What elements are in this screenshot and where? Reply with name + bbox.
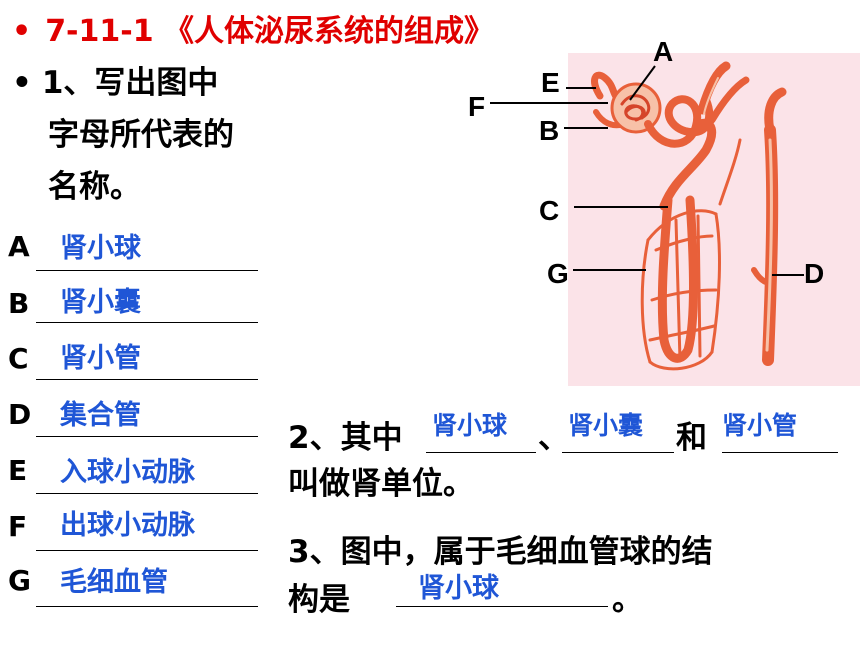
q2-prefix: 2、其中 bbox=[288, 420, 403, 456]
label-f: F bbox=[468, 91, 486, 122]
answer-f: 出球小动脉 bbox=[60, 510, 195, 541]
blank-line-d bbox=[36, 436, 258, 437]
q3-suffix: 。 bbox=[612, 582, 643, 618]
row-letter-b: B bbox=[8, 287, 30, 320]
label-g: G bbox=[547, 258, 569, 289]
q1-line2: 字母所代表的 bbox=[48, 117, 234, 153]
title-text: 7-11-1 《人体泌尿系统的组成》 bbox=[45, 14, 495, 49]
q1-line3: 名称。 bbox=[48, 169, 141, 205]
label-b: B bbox=[539, 115, 560, 146]
blank-line-b bbox=[36, 322, 258, 323]
row-letter-d: D bbox=[8, 398, 32, 431]
q2-blank1-line bbox=[426, 452, 536, 453]
collecting-duct-top bbox=[764, 87, 787, 135]
distal-tubule bbox=[659, 118, 717, 211]
row-letter-a: A bbox=[8, 230, 30, 263]
vessel-highlight bbox=[703, 77, 719, 115]
peritubular-capillaries bbox=[640, 138, 742, 371]
proximal-tubule bbox=[644, 95, 714, 148]
leader-a bbox=[629, 65, 656, 101]
slide-title: • 7-11-1 《人体泌尿系统的组成》 bbox=[12, 6, 494, 50]
q3-line1: 3、图中，属于毛细血管球的结 bbox=[288, 534, 713, 570]
label-a: A bbox=[653, 36, 674, 67]
row-letter-g: G bbox=[8, 564, 31, 597]
vessel-top-2 bbox=[708, 76, 750, 124]
q3-prefix: 构是 bbox=[288, 582, 350, 618]
q2-sep1: 、 bbox=[538, 420, 569, 456]
blank-line-g bbox=[36, 606, 258, 607]
row-letter-e: E bbox=[8, 454, 28, 487]
blank-line-a bbox=[36, 270, 258, 271]
q2-blank3-line bbox=[722, 452, 838, 453]
q1-line1: •1、写出图中 bbox=[12, 65, 219, 101]
row-letter-f: F bbox=[8, 510, 28, 543]
answer-g: 毛细血管 bbox=[60, 567, 168, 598]
loop-of-henle bbox=[657, 195, 698, 363]
q2-blank2-answer: 肾小囊 bbox=[568, 411, 644, 440]
answer-e: 入球小动脉 bbox=[60, 457, 195, 488]
glomerulus bbox=[620, 94, 651, 122]
answer-a: 肾小球 bbox=[60, 233, 141, 264]
duct-highlight bbox=[765, 138, 773, 352]
q2-blank1-answer: 肾小球 bbox=[432, 411, 508, 440]
q3-blank-line bbox=[396, 606, 608, 607]
nephron-drawing bbox=[591, 61, 787, 371]
row-letter-c: C bbox=[8, 342, 29, 375]
blank-line-f bbox=[36, 550, 258, 551]
q2-line2: 叫做肾单位。 bbox=[288, 466, 474, 502]
bullet: • bbox=[12, 14, 32, 49]
q2-blank3-answer: 肾小管 bbox=[722, 411, 798, 440]
label-d: D bbox=[804, 258, 825, 289]
label-e: E bbox=[541, 67, 560, 98]
bullet: • bbox=[12, 65, 32, 101]
answer-d: 集合管 bbox=[60, 400, 141, 431]
vessel-top-1 bbox=[697, 61, 731, 115]
q2-blank2-line bbox=[562, 452, 674, 453]
blank-line-c bbox=[36, 379, 258, 380]
q3-answer: 肾小球 bbox=[418, 573, 499, 604]
leader-lines bbox=[490, 65, 804, 276]
answer-c: 肾小管 bbox=[60, 343, 141, 374]
q2-sep2: 和 bbox=[676, 420, 707, 456]
answer-b: 肾小囊 bbox=[60, 287, 141, 318]
label-c: C bbox=[539, 195, 560, 226]
blank-line-e bbox=[36, 493, 258, 494]
